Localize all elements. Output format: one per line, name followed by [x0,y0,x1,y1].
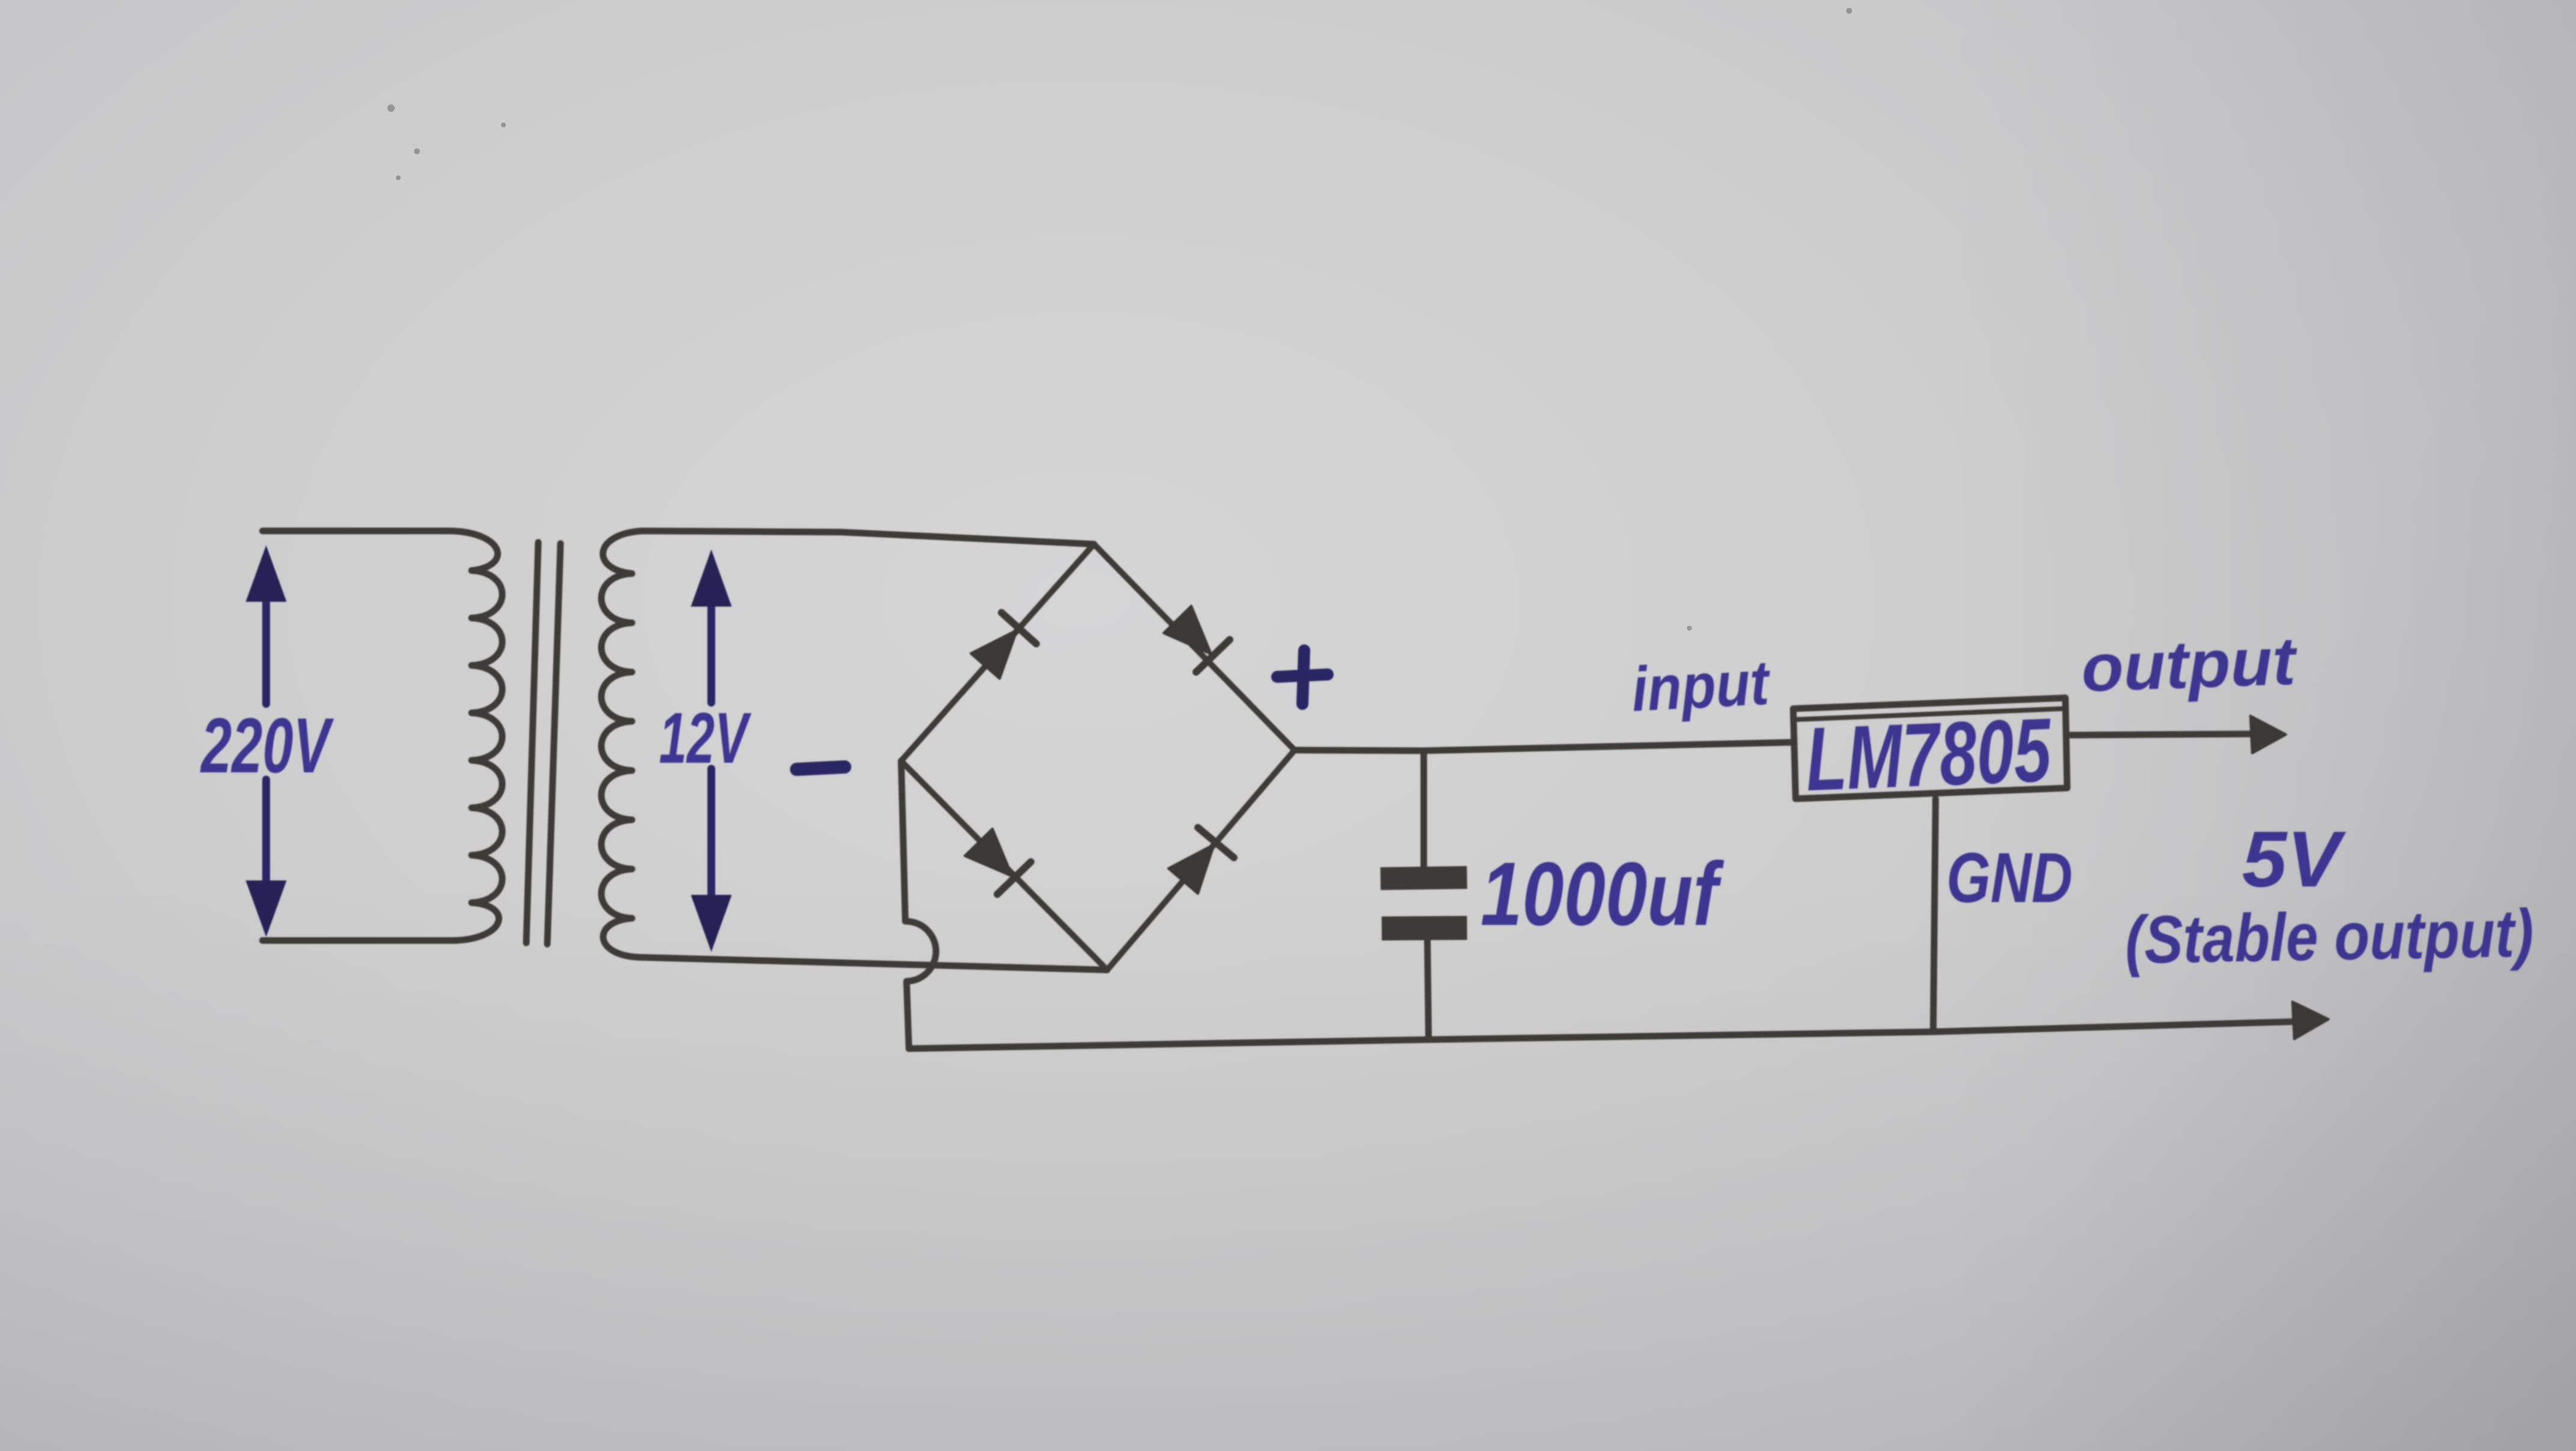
svg-text:220V: 220V [199,701,334,789]
svg-text:1000uf: 1000uf [1481,843,1725,944]
svg-text:(Stable output): (Stable output) [2124,895,2534,978]
svg-text:12V: 12V [659,698,752,778]
svg-text:input: input [1630,647,1772,725]
svg-text:5V: 5V [2242,815,2347,903]
svg-text:GND: GND [1946,838,2073,918]
svg-text:output: output [2080,623,2300,706]
svg-text:LM7805: LM7805 [1804,699,2054,810]
